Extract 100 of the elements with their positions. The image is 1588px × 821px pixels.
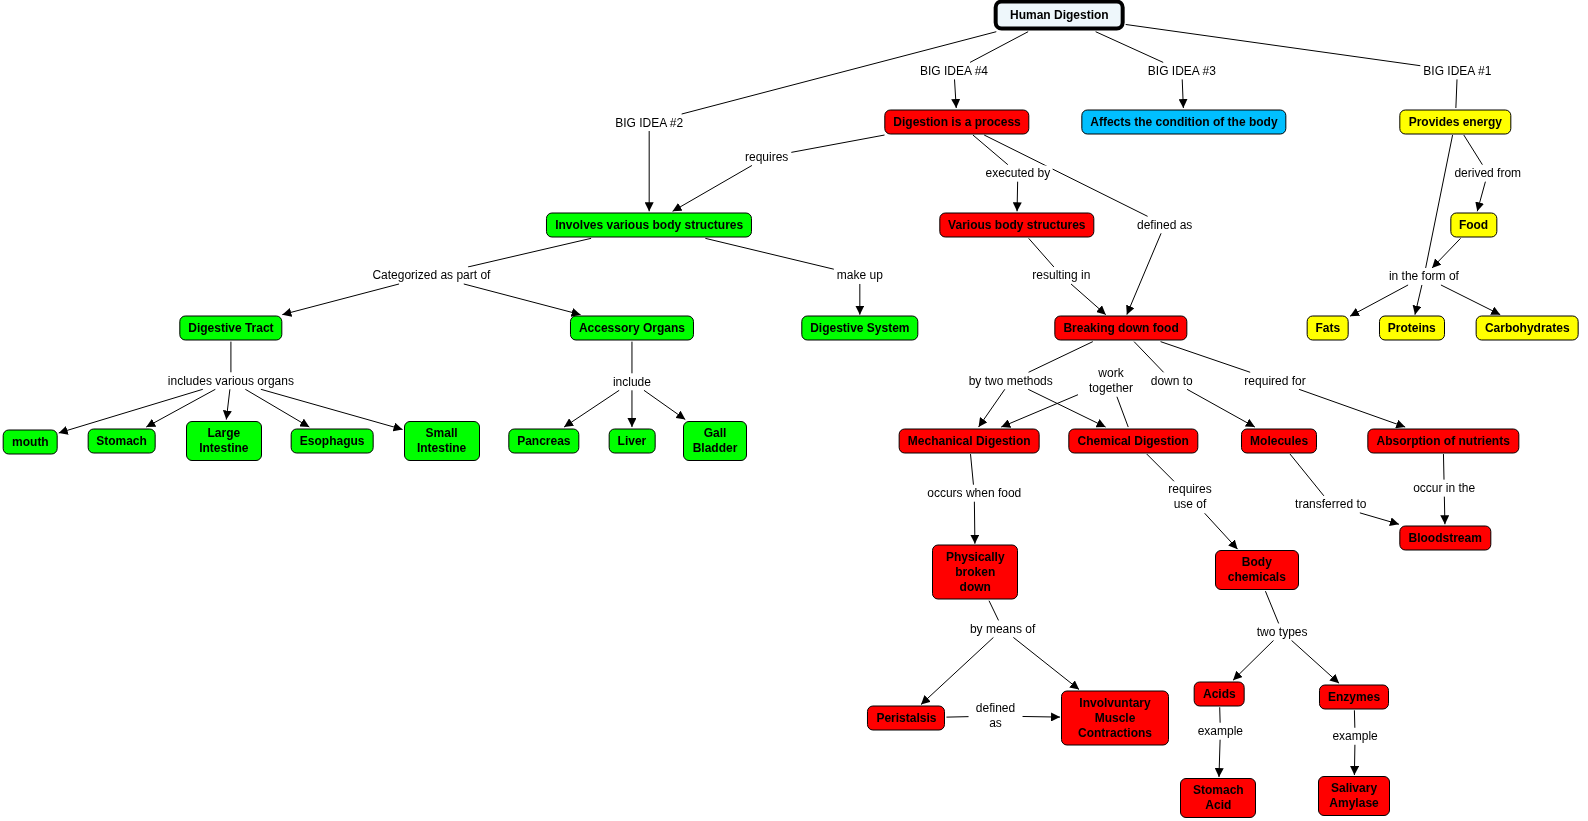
arrow xyxy=(1214,739,1224,778)
arrow xyxy=(1022,712,1061,722)
connector-line xyxy=(983,134,1149,217)
linking-phrase: in the form of xyxy=(1388,268,1459,284)
arrow xyxy=(1440,496,1450,525)
arrow xyxy=(672,164,753,212)
concept-label: Acids xyxy=(1203,686,1236,702)
arrow xyxy=(920,636,994,706)
concept-label: Digestive System xyxy=(810,320,910,336)
connector-line xyxy=(1146,453,1175,482)
concept-label: Large Intestine xyxy=(198,425,250,456)
concept-box xyxy=(403,420,480,461)
concept-label: Mechanical Digestion xyxy=(907,433,1031,449)
connector-line xyxy=(1425,134,1454,269)
connector-line xyxy=(681,31,997,115)
arrow xyxy=(281,283,400,317)
linking-phrase: work together xyxy=(1087,365,1134,396)
concept-label: Salivary Amylase xyxy=(1328,781,1380,811)
concept-label: Food xyxy=(1458,217,1489,233)
linking-phrase: derived from xyxy=(1454,165,1522,181)
concept-label: Molecules xyxy=(1250,433,1309,449)
concept-label: Involvuntary Muscle Contractions xyxy=(1077,695,1154,741)
concept-label: Physically broken down xyxy=(944,549,1006,595)
concept-box xyxy=(1367,428,1519,454)
concept-label: Bloodstream xyxy=(1408,530,1482,546)
concept-label: Enzymes xyxy=(1328,689,1381,705)
arrow xyxy=(1350,744,1360,776)
connector-line xyxy=(467,237,592,268)
connector-line xyxy=(1125,23,1421,67)
connector-line xyxy=(1289,453,1325,497)
concept-label: Digestive Tract xyxy=(188,320,274,336)
arrow xyxy=(1440,284,1501,316)
concept-label: Small Intestine xyxy=(415,425,468,456)
linking-phrase: make up xyxy=(836,267,883,283)
arrow xyxy=(1012,181,1022,212)
linking-phrase: transferred to xyxy=(1295,496,1367,512)
arrow xyxy=(970,501,980,545)
concept-box xyxy=(939,212,1095,238)
connector-line xyxy=(969,31,1029,63)
concept-label: Various body structures xyxy=(948,217,1086,233)
linking-phrase: include xyxy=(612,374,651,390)
linking-phrase: requires use of xyxy=(1167,482,1213,513)
arrow xyxy=(643,389,686,421)
concept-label: Provides energy xyxy=(1408,114,1502,129)
connector-line xyxy=(972,134,1009,166)
concept-box xyxy=(1449,212,1498,238)
concept-box xyxy=(1318,776,1391,816)
root-concept-box xyxy=(994,0,1125,31)
concept-label: Fats xyxy=(1315,320,1341,336)
concept-label: Peristalsis xyxy=(876,710,937,726)
concept-label: Human Digestion xyxy=(1010,7,1109,23)
concept-box xyxy=(1475,315,1579,341)
connector-line xyxy=(970,453,974,486)
concept-box xyxy=(185,420,262,461)
arrow xyxy=(951,78,961,109)
arrow xyxy=(563,389,620,428)
connector-line xyxy=(631,341,633,374)
concept-box xyxy=(179,315,283,341)
linking-phrase: occurs when food xyxy=(927,485,1022,501)
connector-line xyxy=(1264,590,1280,624)
concept-label: Digestion is a process xyxy=(893,114,1021,129)
concept-box xyxy=(898,428,1040,454)
concept-box xyxy=(1081,109,1287,134)
concept-box xyxy=(1214,550,1299,591)
arrow xyxy=(627,389,637,428)
arrow xyxy=(1204,512,1239,550)
linking-phrase: Categorized as part of xyxy=(372,267,491,283)
arrow xyxy=(1012,636,1080,691)
connector-line xyxy=(1160,341,1251,373)
linking-phrase: BIG IDEA #4 xyxy=(920,63,988,79)
concept-box xyxy=(3,429,58,455)
concept-box xyxy=(801,315,919,341)
concept-label: Involves various body structures xyxy=(555,217,744,233)
connector-line xyxy=(1133,341,1165,373)
concept-label: Body chemicals xyxy=(1226,555,1287,586)
arrow xyxy=(244,388,310,428)
concept-box xyxy=(1180,778,1257,819)
linking-phrase: example xyxy=(1197,723,1244,739)
connector-line xyxy=(1442,453,1445,481)
linking-phrase: defined as xyxy=(974,701,1017,731)
arrow xyxy=(1126,232,1162,316)
linking-phrase: includes various organs xyxy=(167,373,294,389)
arrow xyxy=(1178,78,1188,109)
concept-label: Esophagus xyxy=(299,433,365,449)
linking-phrase: BIG IDEA #1 xyxy=(1423,63,1492,79)
connector-line xyxy=(1116,396,1129,428)
arrow xyxy=(222,388,232,421)
arrow xyxy=(1475,181,1486,212)
arrow xyxy=(260,388,404,432)
connector-line xyxy=(1028,237,1055,268)
concept-box xyxy=(1068,428,1198,454)
arrow xyxy=(463,283,582,317)
concept-box xyxy=(932,544,1019,600)
concept-box xyxy=(683,420,747,461)
concept-label: Chemical Digestion xyxy=(1077,433,1189,449)
concept-box xyxy=(1378,315,1445,341)
concept-label: Carbohydrates xyxy=(1484,320,1570,336)
connector-line xyxy=(988,600,1000,621)
concept-box xyxy=(1061,690,1170,746)
concept-label: Affects the condition of the body xyxy=(1090,114,1278,129)
